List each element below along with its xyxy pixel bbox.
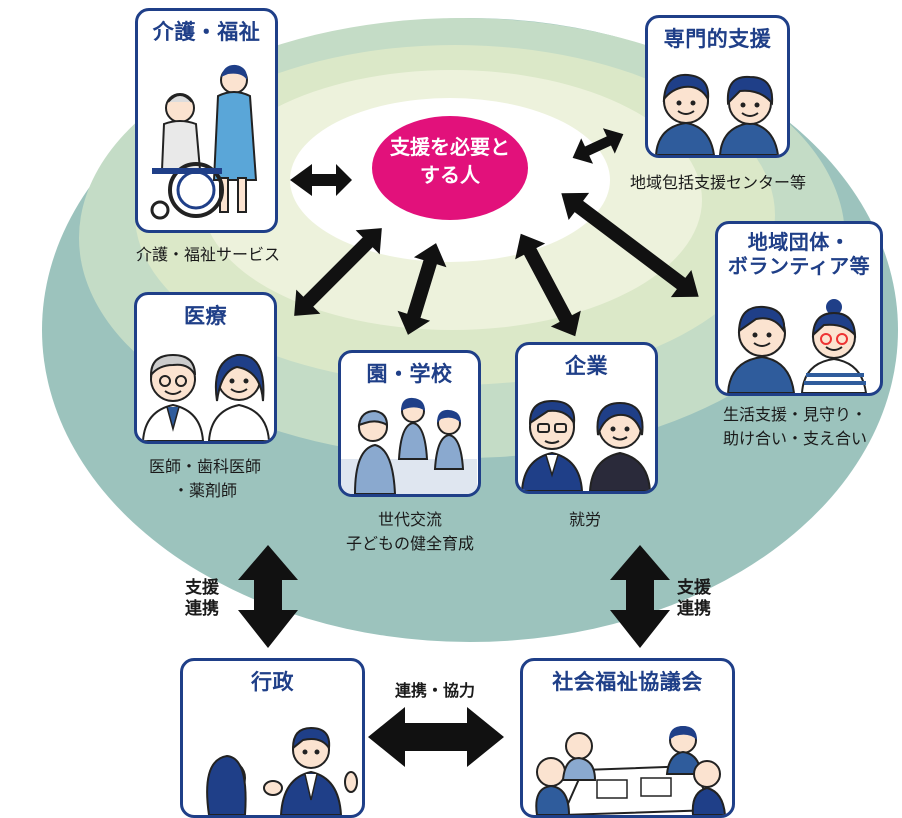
node-title: 企業: [565, 354, 608, 378]
label-line-1: 支援: [677, 578, 711, 598]
label-left-support: 支援 連携: [172, 578, 232, 620]
caption-line-1: 医師・歯科医師: [148, 457, 261, 476]
label-line-2: 連携: [185, 599, 219, 619]
arrow-kaigo-center: [290, 164, 352, 196]
node-en-gakko: 園・学校: [338, 350, 481, 497]
node-title: 介護・福祉: [152, 20, 261, 44]
caregiver-wheelchair-illustration: [150, 64, 258, 220]
label-bottom-cooperation: 連携・協力: [380, 680, 490, 701]
caption-line: 就労: [568, 510, 601, 529]
caption-iryo: 医師・歯科医師 ・薬剤師: [120, 455, 290, 503]
node-title: 専門的支援: [663, 27, 772, 51]
title-line-1: 地域団体・: [747, 230, 851, 254]
arrow-gakko-center: [397, 243, 447, 335]
node-chiiki-volunteer: 地域団体・ ボランティア等: [715, 221, 883, 396]
node-title: 医療: [184, 304, 227, 328]
arrow-bottom-cooperation: [368, 707, 504, 767]
label-line-1: 支援: [185, 578, 219, 598]
caption-gakko: 世代交流 子どもの健全育成: [320, 508, 500, 556]
node-senmon-shien: 専門的支援: [645, 15, 790, 158]
node-title-multiline: 地域団体・ ボランティア等: [718, 230, 880, 278]
caption-line-1: 世代交流: [377, 510, 442, 529]
arrow-right-support: [610, 545, 670, 648]
title-line-2: ボランティア等: [727, 254, 871, 278]
node-iryo: 医療: [134, 292, 277, 444]
businesspeople-illustration: [520, 399, 652, 491]
government-staff-illustration: [206, 726, 358, 815]
caption-kigyo: 就労: [530, 508, 640, 532]
node-title: 園・学校: [366, 362, 453, 386]
arrow-kigyo-center: [515, 233, 581, 337]
caption-kaigo: 介護・福祉サービス: [108, 243, 308, 267]
center-bubble: [372, 116, 528, 220]
caption-chiiki: 生活支援・見守り・ 助け合い・支え合い: [690, 403, 900, 451]
node-gyosei: 行政: [180, 658, 365, 818]
caption-line: 介護・福祉サービス: [135, 245, 280, 264]
council-meeting-illustration: [535, 726, 727, 815]
node-title: 行政: [251, 670, 294, 694]
node-shakyo: 社会福祉協議会: [520, 658, 735, 818]
node-kaigo-fukushi: 介護・福祉: [135, 8, 278, 233]
node-title: 社会福祉協議会: [552, 670, 703, 694]
caption-line-1: 生活支援・見守り・: [722, 405, 867, 424]
arrow-chiiki-center: [561, 192, 699, 298]
label-line-2: 連携: [677, 599, 711, 619]
center-line-1: 支援を必要と: [390, 135, 510, 159]
caption-senmon: 地域包括支援センター等: [603, 171, 833, 195]
arrow-left-support: [238, 545, 298, 648]
label-right-support: 支援 連携: [664, 578, 724, 620]
caption-line-2: 子どもの健全育成: [345, 534, 474, 553]
center-person-label: 支援を必要と する人: [375, 133, 525, 189]
caption-line-2: 助け合い・支え合い: [722, 429, 867, 448]
arrow-senmon-center: [572, 128, 624, 164]
center-line-2: する人: [420, 163, 480, 187]
support-network-diagram: 支援を必要と する人 介護・福祉 介護・福祉サービス 専門的支援: [42, 8, 900, 818]
caption-line: 地域包括支援センター等: [629, 173, 806, 192]
school-children-illustration: [341, 397, 477, 494]
node-kigyo: 企業: [515, 342, 658, 494]
doctors-illustration: [141, 353, 271, 441]
label-line: 連携・協力: [394, 681, 475, 700]
caption-line-2: ・薬剤師: [172, 481, 237, 500]
volunteers-illustration: [726, 299, 868, 393]
arrow-iryo-center: [294, 228, 382, 316]
specialists-illustration: [654, 73, 780, 155]
